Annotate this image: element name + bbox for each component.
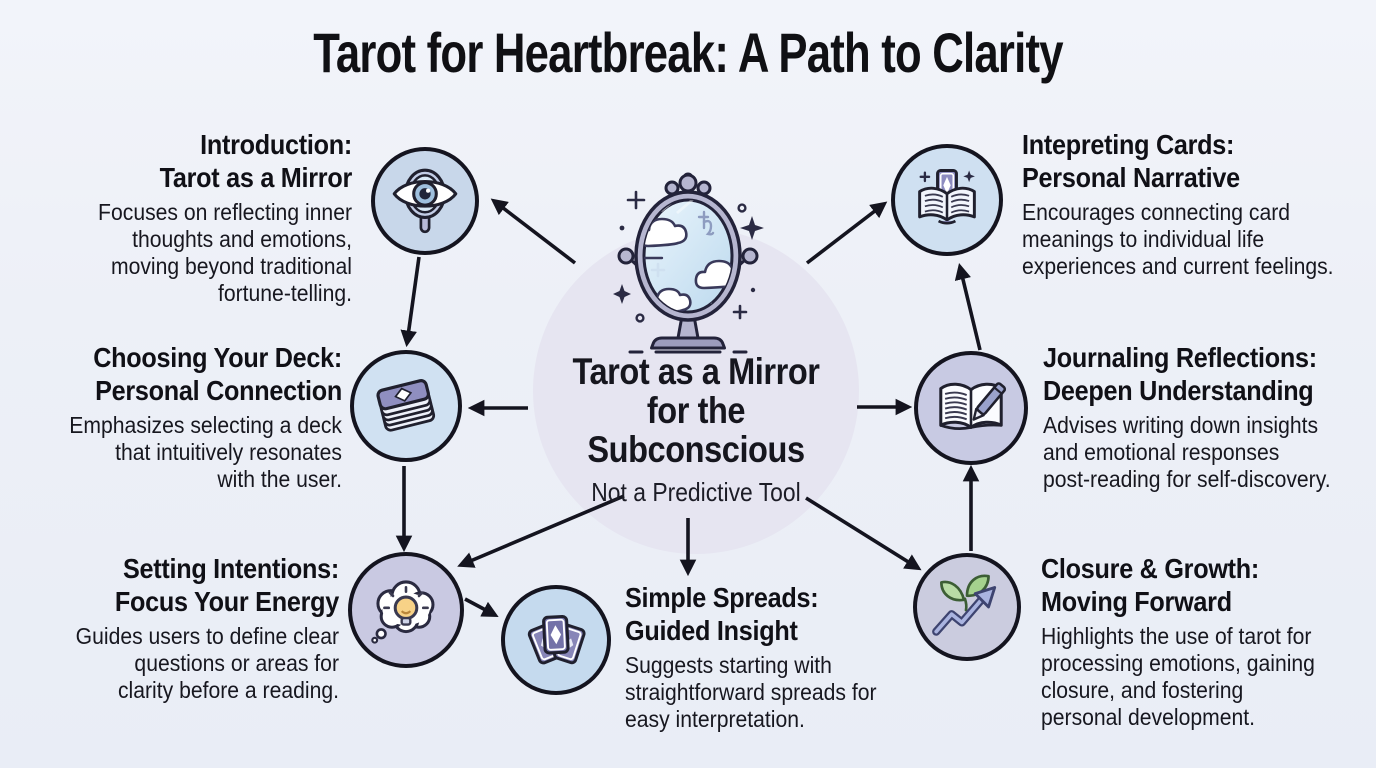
node-description: Suggests starting with straightforward s…: [625, 652, 877, 732]
introduction-node: Introduction: Tarot as a Mirror Focuses …: [28, 128, 352, 307]
page-title: Tarot for Heartbreak: A Path to Clarity: [313, 21, 1063, 84]
node-title: Choosing Your Deck: Personal Connection: [93, 342, 342, 406]
standing-mirror-icon: [613, 172, 764, 354]
journaling-icon-circle: [914, 351, 1028, 465]
tarot-cards-icon: [527, 615, 586, 665]
eye-mirror-icon: [392, 168, 458, 234]
setting-intentions-icon-circle: [348, 552, 464, 668]
simple-spreads-node: Simple Spreads: Guided Insight Suggests …: [625, 581, 922, 733]
node-title: Introduction: Tarot as a Mirror: [159, 129, 353, 193]
introduction-icon-circle: [371, 147, 479, 255]
arrow-center-to-introduction: [490, 198, 577, 265]
arrow-journaling-to-interpreting: [954, 262, 982, 351]
node-description: Advises writing down insights and emotio…: [1043, 412, 1331, 492]
node-description: Guides users to define clear questions o…: [75, 623, 339, 703]
arrow-introduction-to-deck: [400, 256, 421, 348]
node-title: Setting Intentions: Focus Your Energy: [114, 553, 339, 617]
arrow-intentions-to-spreads: [464, 597, 499, 617]
node-description: Focuses on reflecting inner thoughts and…: [98, 199, 352, 306]
journaling-node: Journaling Reflections: Deepen Understan…: [1043, 341, 1349, 493]
center-hub-text: Tarot as a Mirror for the Subconscious N…: [541, 352, 851, 507]
interpreting-cards-icon-circle: [891, 144, 1003, 256]
node-title: Simple Spreads: Guided Insight: [625, 582, 819, 646]
node-description: Highlights the use of tarot for processi…: [1041, 623, 1315, 730]
growth-arrow-icon: [932, 574, 997, 636]
interpreting-cards-node: Intepreting Cards: Personal Narrative En…: [1022, 128, 1339, 280]
center-hub-title: Tarot as a Mirror for the Subconscious: [572, 351, 820, 470]
node-title: Closure & Growth: Moving Forward: [1041, 553, 1260, 617]
setting-intentions-node: Setting Intentions: Focus Your Energy Gu…: [15, 552, 340, 704]
choosing-deck-node: Choosing Your Deck: Personal Connection …: [18, 341, 342, 493]
node-description: Emphasizes selecting a deck that intuiti…: [69, 412, 342, 492]
book-card-icon: [918, 169, 976, 225]
tarot-deck-icon: [376, 379, 436, 432]
node-title: Journaling Reflections: Deepen Understan…: [1043, 342, 1317, 406]
closure-growth-icon-circle: [913, 553, 1021, 661]
arrow-center-to-intentions: [457, 494, 625, 568]
journal-pen-icon: [939, 382, 1007, 431]
arrow-center-to-growth: [805, 496, 922, 571]
arrow-center-to-interpreting: [805, 201, 888, 265]
choosing-deck-icon-circle: [350, 350, 462, 462]
simple-spreads-icon-circle: [501, 585, 611, 695]
closure-growth-node: Closure & Growth: Moving Forward Highlig…: [1041, 552, 1347, 731]
node-title: Intepreting Cards: Personal Narrative: [1022, 129, 1240, 193]
thought-lightbulb-icon: [371, 580, 435, 644]
center-hub-subtitle: Not a Predictive Tool: [591, 477, 801, 507]
node-description: Encourages connecting card meanings to i…: [1022, 199, 1334, 279]
